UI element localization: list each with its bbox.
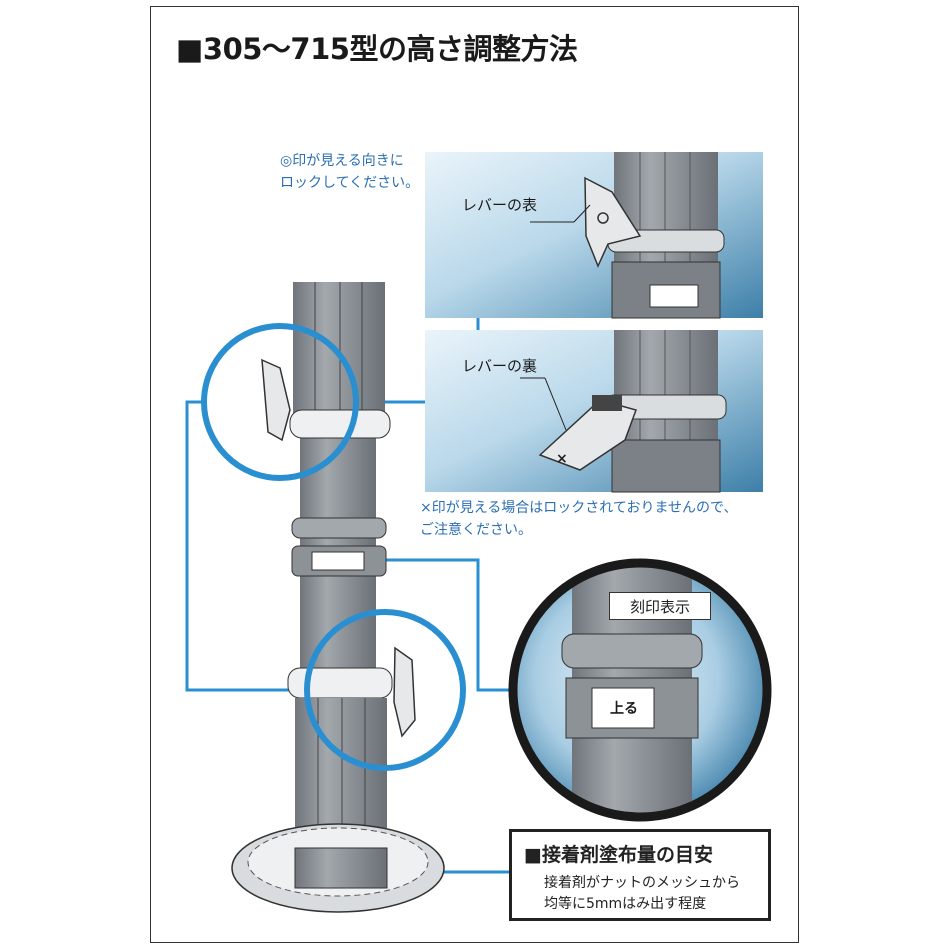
zoom-circle-lower	[304, 609, 466, 771]
lever-front-label: レバーの表	[462, 196, 538, 214]
support-pole	[261, 282, 416, 883]
lever-back-label: レバーの裏	[462, 357, 538, 375]
adhesive-guide-title: ■接着剤塗布量の目安	[524, 844, 713, 866]
engraving-detail	[508, 558, 772, 822]
lever-front-panel	[425, 152, 763, 319]
base-plate	[231, 823, 445, 913]
zoom-circle-upper	[201, 323, 359, 481]
lock-note: ◎印が見える向きに ロックしてください。	[280, 153, 420, 191]
svg-text:×: ×	[556, 451, 568, 467]
adhesive-guide-description: 接着剤がナットのメッシュから 均等に5mmはみ出す程度	[544, 875, 740, 912]
engraving-arrow-text: 上る	[610, 701, 638, 717]
unlock-warning-note: ×印が見える場合はロックされておりませんので、 ご注意ください。	[420, 500, 738, 538]
lever-back-panel: ×	[425, 330, 763, 493]
engraving-label: 刻印表示	[609, 592, 711, 620]
page-title: ■305〜715型の高さ調整方法	[176, 32, 578, 66]
adhesive-guide-box: ■接着剤塗布量の目安 接着剤がナットのメッシュから 均等に5mmはみ出す程度	[509, 829, 771, 921]
